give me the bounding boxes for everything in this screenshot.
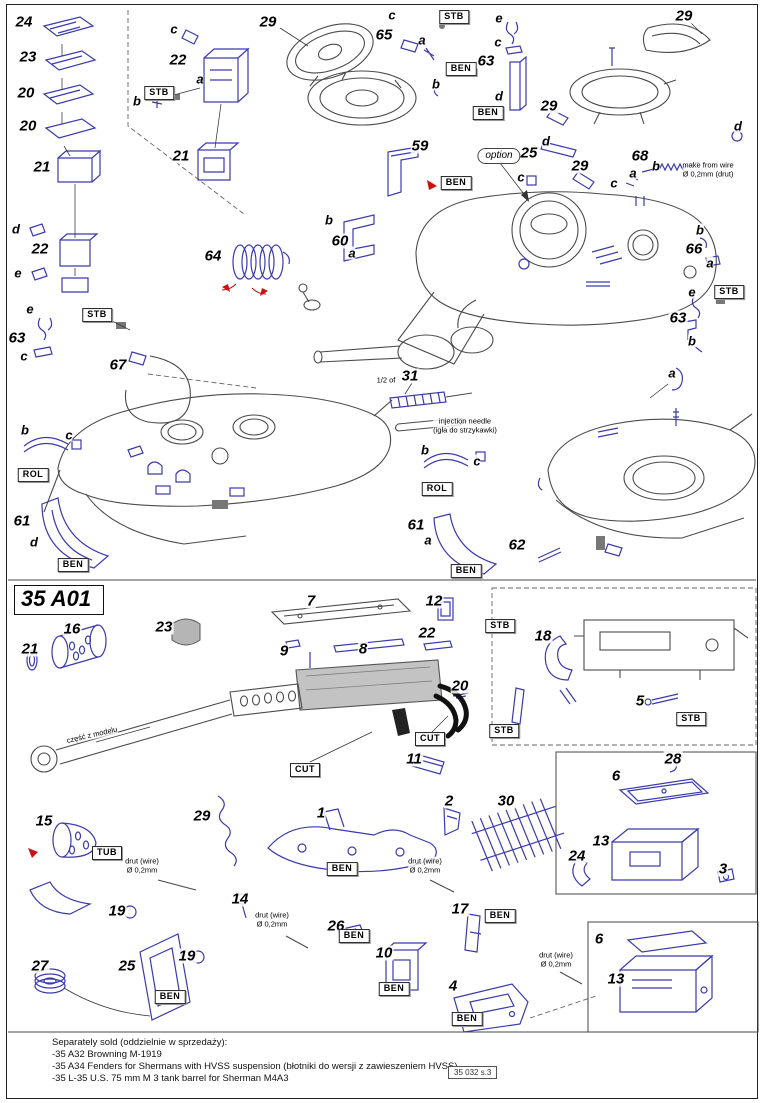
part-4-mount: [453, 983, 529, 1033]
part-30-belt: [471, 798, 565, 872]
turret-drawing: [313, 162, 717, 370]
part-5: [651, 693, 679, 705]
periscope-guard-parts: [151, 29, 250, 181]
inset-ammobox-open: [619, 930, 714, 1013]
page-border: [6, 4, 758, 1099]
right-small-parts: [649, 237, 725, 399]
hull-right-drawing: [537, 408, 756, 557]
inset-ammobox-closed: [572, 758, 735, 887]
part-23-cap: [171, 618, 201, 646]
footer-notes: Separately sold (oddzielnie w sprzedaży)…: [52, 1037, 458, 1085]
gun-receiver: [30, 652, 469, 775]
gun-top-cover: [270, 597, 469, 699]
part-14: [236, 893, 248, 905]
part-26: [337, 924, 365, 942]
periscope-parts: [29, 16, 102, 293]
hinge-parts: [505, 21, 569, 126]
part-19-ring2: [191, 950, 205, 964]
part-1-cradle: [267, 807, 461, 873]
hatch-center: [279, 23, 445, 126]
part-24-strap: [572, 857, 591, 887]
part-18-handle: [544, 635, 573, 681]
wire-68: [625, 130, 743, 187]
part-25-bracket: [139, 933, 191, 1021]
needle-31: [389, 382, 473, 432]
part-60: [343, 214, 375, 262]
part-15-holder: [28, 822, 97, 915]
left-mid-parts: [33, 317, 191, 424]
part-25-group: [526, 141, 595, 190]
part-28: [663, 758, 677, 773]
footer-line-4: -35 L-35 U.S. 75 mm M 3 tank barrel for …: [52, 1072, 289, 1084]
footer-line-1: Separately sold (oddzielnie w sprzedaży)…: [52, 1037, 228, 1048]
part-17: [464, 913, 482, 953]
tow-cable: [124, 355, 191, 424]
footer-line-2: -35 A32 Browning M-1919: [52, 1048, 162, 1060]
section-label: 35 A01: [14, 585, 105, 615]
bottom-small-parts: [123, 879, 583, 1033]
part-29-chain: [217, 795, 237, 867]
part-27-coil: [34, 968, 151, 1017]
part-10: [385, 942, 428, 991]
part-2: [443, 807, 461, 836]
footer-line-3: -35 A34 Fenders for Shermans with HVSS s…: [52, 1060, 458, 1072]
left-fender-parts: [23, 436, 110, 569]
part-16-jacket: [26, 618, 201, 671]
hatch-right: [569, 21, 711, 125]
part-59: [387, 146, 437, 197]
inset-receiver-side: [511, 619, 749, 725]
pistol-grip: [392, 708, 410, 736]
part-19-ring: [123, 905, 137, 919]
section-dividers: [8, 10, 759, 1033]
hull-left-drawing: [43, 393, 393, 545]
spring-64: [221, 244, 321, 311]
part-11: [411, 753, 445, 775]
right-fender-parts: [423, 451, 562, 575]
sheet-ref: 35 032 s.3: [448, 1066, 498, 1079]
